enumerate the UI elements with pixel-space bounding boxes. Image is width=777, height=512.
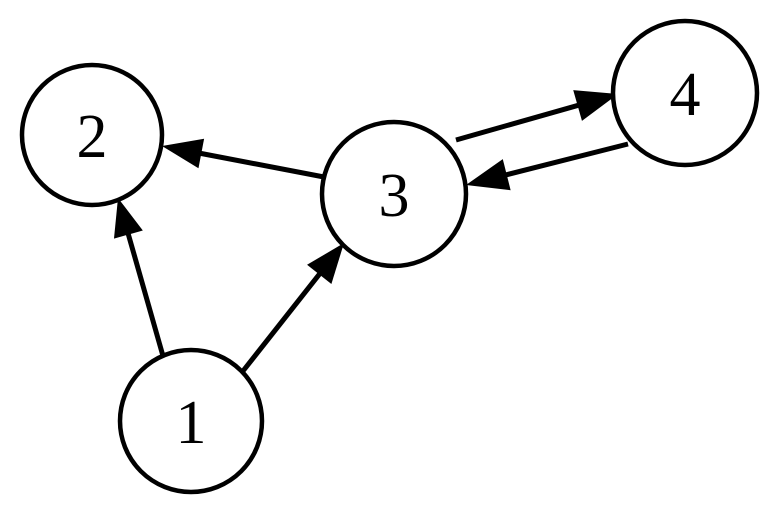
graph-node-2[interactable]: 2: [19, 62, 165, 208]
node-label: 2: [77, 103, 108, 171]
edge-3-to-4: [455, 90, 618, 143]
node-circle[interactable]: [117, 347, 265, 495]
node-label: 1: [176, 389, 207, 457]
edge-4-to-3: [466, 141, 629, 191]
edges-layer: [113, 90, 629, 373]
arrowhead-icon: [307, 243, 344, 285]
edge-3-to-2: [162, 138, 325, 180]
graph-node-3[interactable]: 3: [319, 119, 469, 269]
node-circle[interactable]: [610, 18, 760, 168]
graph-node-1[interactable]: 1: [117, 347, 265, 495]
arrowhead-icon: [573, 90, 618, 121]
edge-line: [241, 271, 323, 373]
graph-node-4[interactable]: 4: [610, 18, 760, 168]
edge-line: [125, 231, 166, 357]
arrowhead-icon: [162, 138, 205, 169]
node-circle[interactable]: [19, 62, 165, 208]
edge-1-to-3: [241, 243, 344, 373]
edge-line: [455, 102, 581, 143]
node-label: 4: [670, 61, 701, 129]
edge-line: [504, 141, 629, 178]
edge-line: [198, 150, 325, 180]
nodes-layer: 1 2 3 4: [19, 18, 760, 495]
edge-1-to-2: [113, 198, 166, 357]
arrowhead-icon: [113, 198, 143, 239]
node-circle[interactable]: [319, 119, 469, 269]
node-label: 3: [379, 162, 410, 230]
arrowhead-icon: [466, 159, 511, 191]
